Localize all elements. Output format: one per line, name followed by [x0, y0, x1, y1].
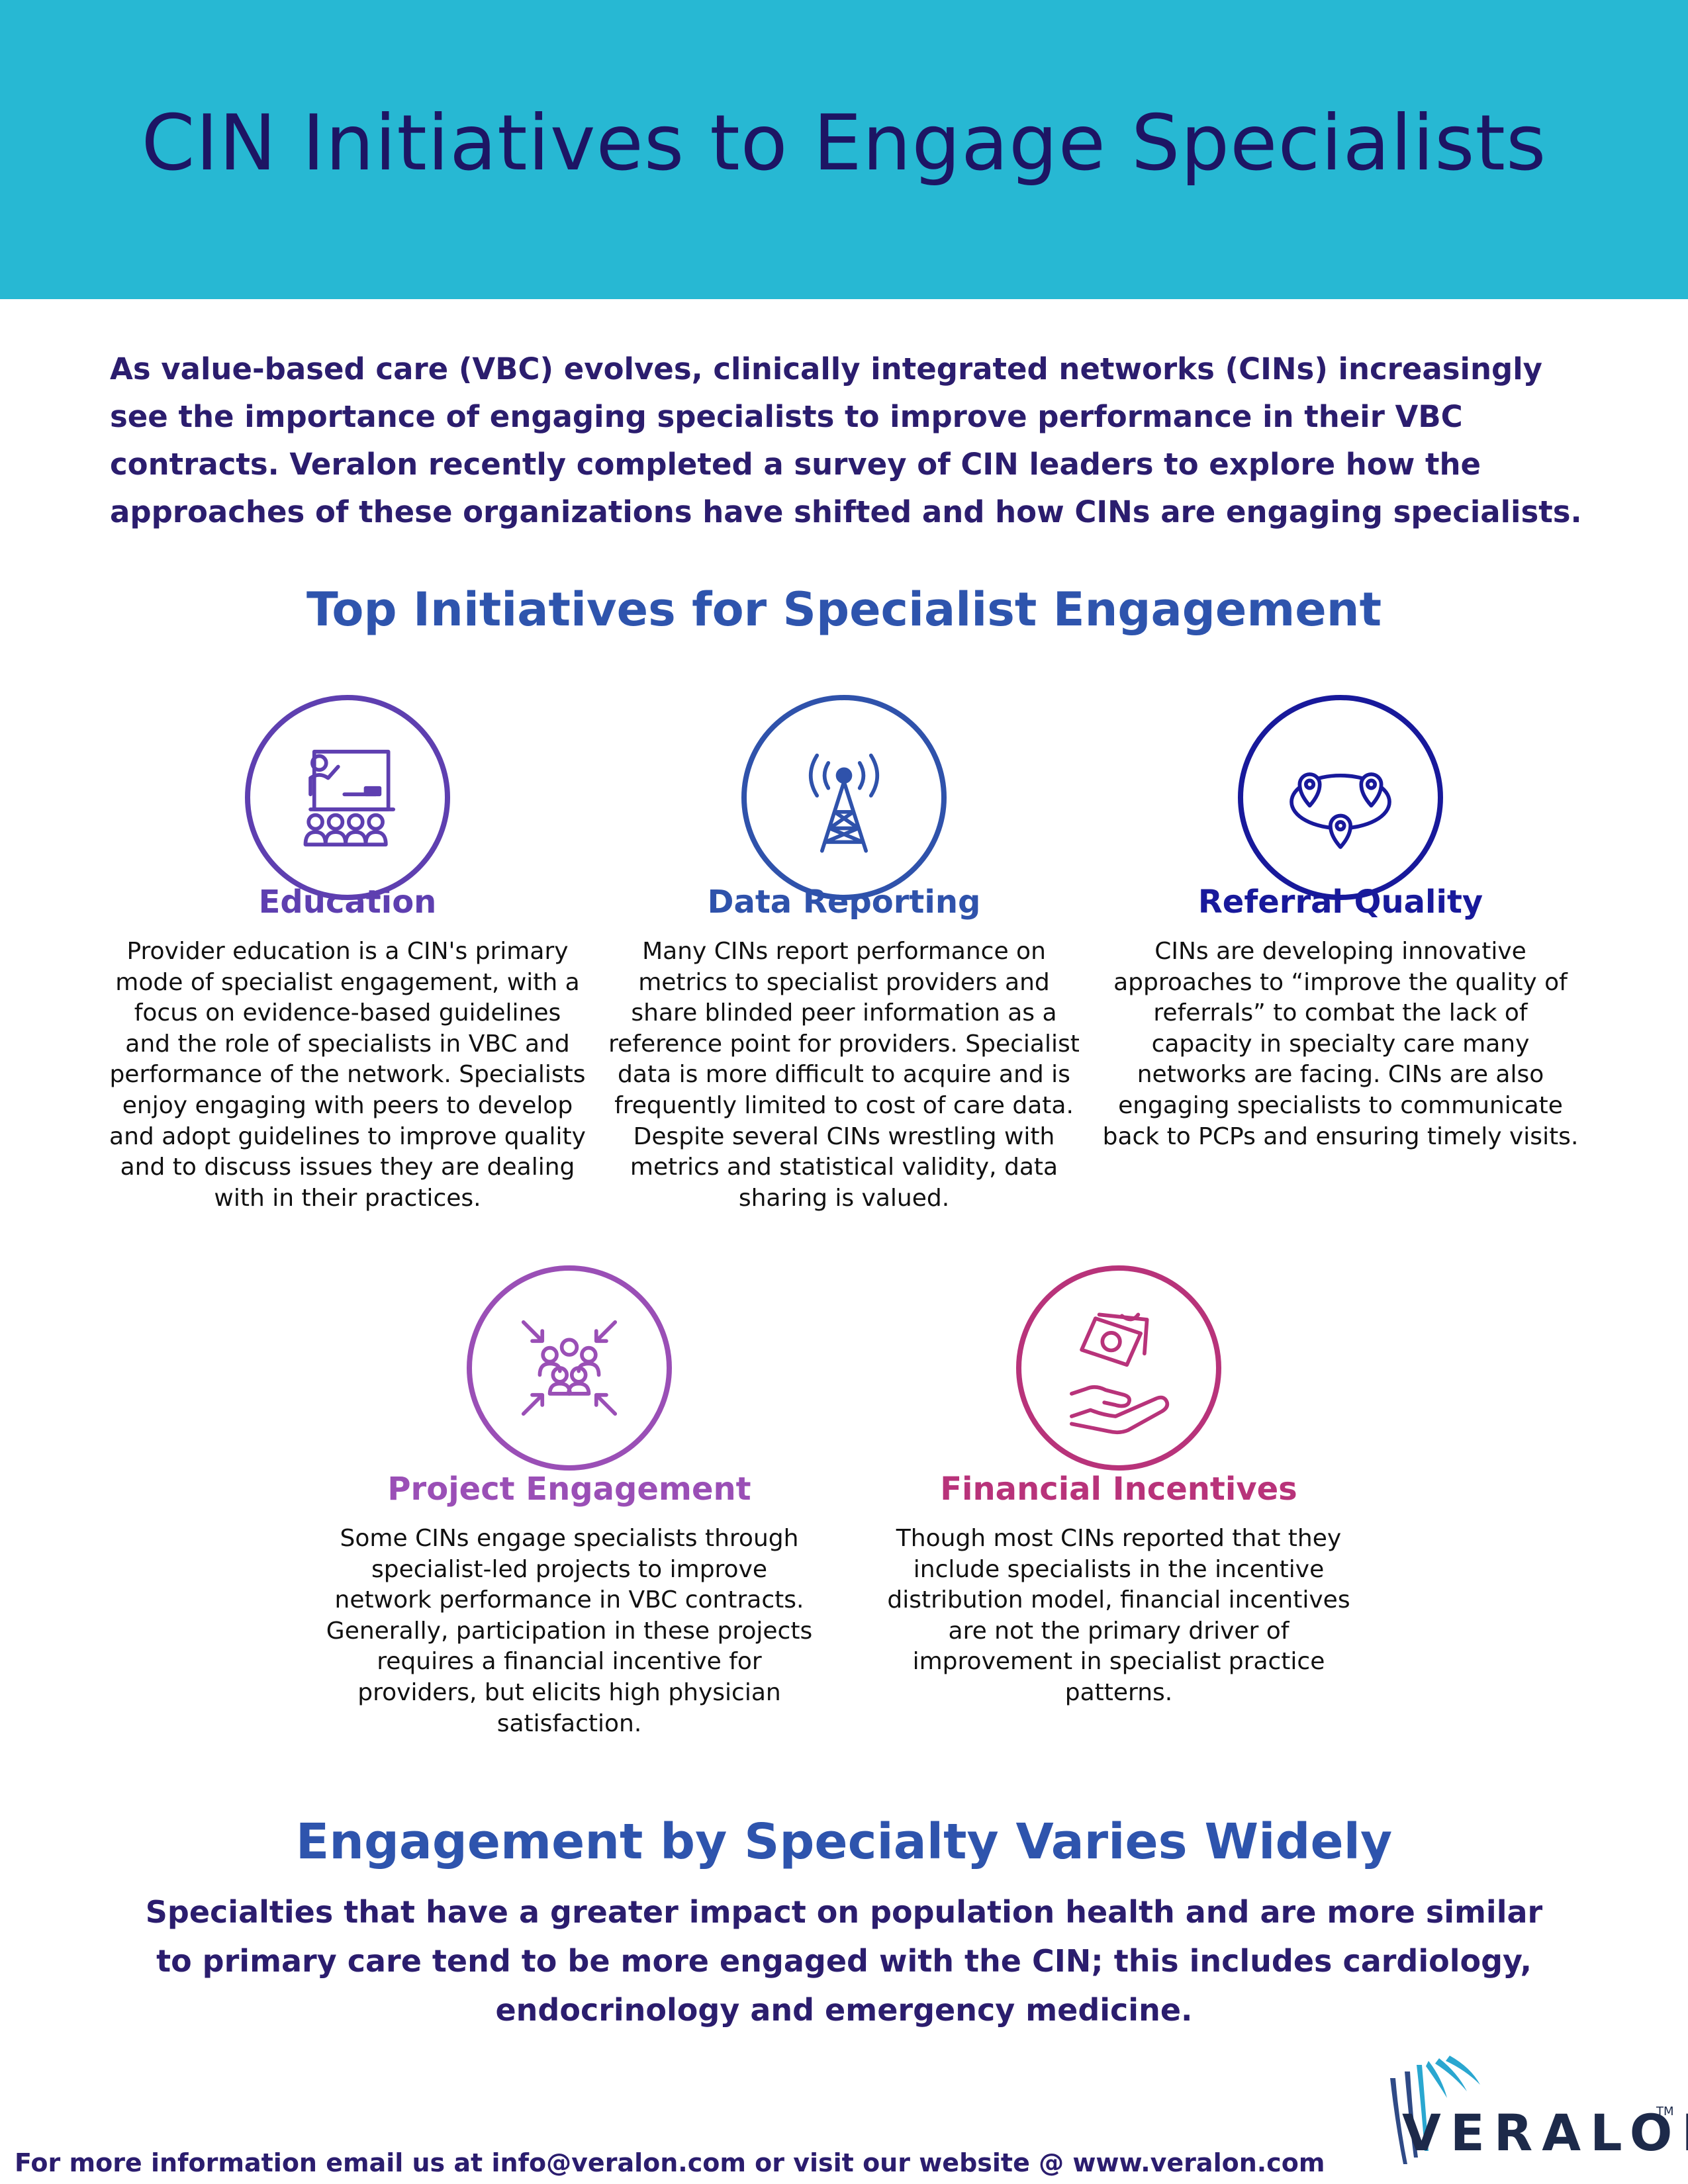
data-reporting-icon-circle — [741, 695, 947, 900]
initiative-financial-incentives: Financial Incentives Though most CINs re… — [861, 1265, 1377, 1742]
education-body: Provider education is a CIN's primary mo… — [109, 938, 586, 1212]
header-band — [0, 0, 1688, 299]
initiative-project-engagement: Project Engagement Some CINs engage spec… — [311, 1265, 827, 1742]
top-initiatives-heading: Top Initiatives for Specialist Engagemen… — [306, 582, 1382, 637]
project-engagement-title: Project Engagement — [387, 1471, 751, 1508]
specialty-paragraph: Specialties that have a greater impact o… — [145, 1894, 1543, 2028]
intro-paragraph: As value-based care (VBC) evolves, clini… — [110, 351, 1582, 529]
classroom-teacher-icon — [303, 749, 396, 846]
page-title: CIN Initiatives to Engage Specialists — [141, 99, 1547, 188]
financial-incentives-body: Though most CINs reported that they incl… — [887, 1525, 1350, 1706]
education-title: Education — [258, 884, 437, 921]
veralon-logo-mark — [1390, 2056, 1480, 2164]
footer-contact-text: For more information email us at info@ve… — [15, 2148, 1325, 2177]
initiative-referral-quality: Referral Quality CINs are developing inn… — [1102, 695, 1579, 1264]
financial-incentives-title: Financial Incentives — [940, 1471, 1297, 1508]
project-engagement-icon-circle — [467, 1265, 672, 1471]
hand-money-icon — [1070, 1312, 1170, 1435]
veralon-logo-text: VERALON — [1402, 2103, 1688, 2162]
initiative-data-reporting: Data Reporting Many CINs report performa… — [606, 695, 1082, 1264]
specialty-heading: Engagement by Specialty Varies Widely — [295, 1813, 1393, 1870]
veralon-logo: VERALON TM — [1370, 2052, 1688, 2177]
group-converge-icon — [521, 1320, 618, 1416]
project-engagement-body: Some CINs engage specialists through spe… — [326, 1525, 813, 1737]
broadcast-tower-icon — [809, 753, 879, 853]
referral-quality-icon-circle — [1238, 695, 1443, 900]
education-icon-circle — [245, 695, 450, 900]
referral-quality-body: CINs are developing innovative approache… — [1102, 938, 1579, 1150]
data-reporting-body: Many CINs report performance on metrics … — [608, 938, 1080, 1212]
referral-quality-title: Referral Quality — [1197, 884, 1483, 921]
financial-incentives-icon-circle — [1016, 1265, 1221, 1471]
veralon-logo-tm: TM — [1656, 2105, 1674, 2118]
data-reporting-title: Data Reporting — [707, 884, 981, 921]
map-pins-network-icon — [1289, 772, 1391, 849]
initiative-education: Education Provider education is a CIN's … — [109, 695, 586, 1264]
